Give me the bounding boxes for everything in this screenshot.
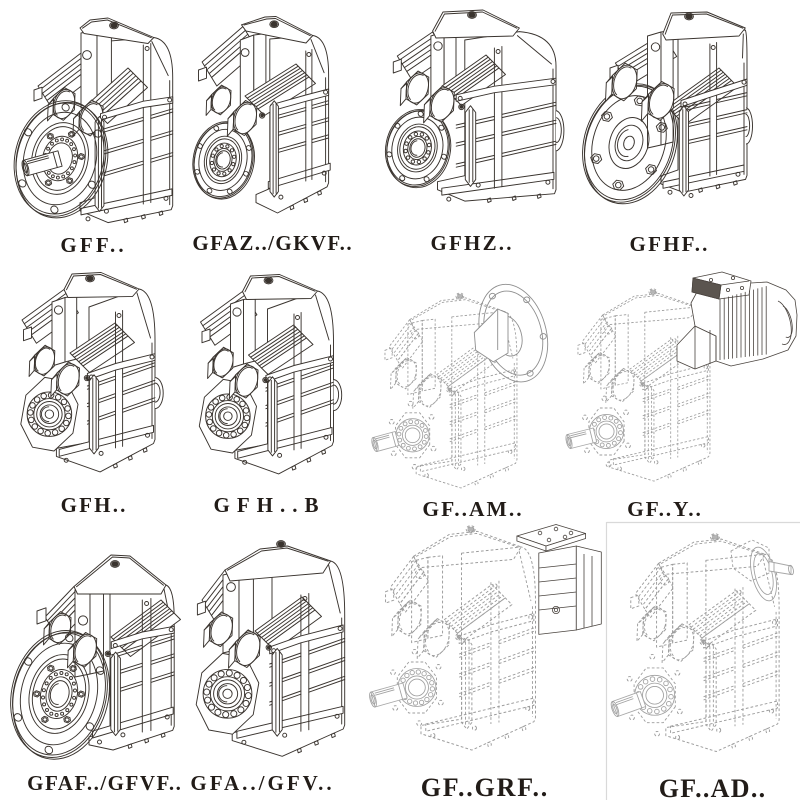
svg-text:GF..GRF..: GF..GRF.. xyxy=(421,773,549,800)
svg-text:GFH..: GFH.. xyxy=(61,493,128,517)
svg-text:GF..Y..: GF..Y.. xyxy=(627,497,703,521)
svg-text:GF..AM..: GF..AM.. xyxy=(422,497,523,521)
svg-text:GFAZ../GKVF..: GFAZ../GKVF.. xyxy=(192,231,353,255)
svg-text:GFHZ..: GFHZ.. xyxy=(430,231,513,255)
svg-text:GFHF..: GFHF.. xyxy=(630,232,710,256)
svg-text:GFH..B: GFH..B xyxy=(213,493,325,517)
svg-text:GFA../GFV..: GFA../GFV.. xyxy=(190,771,334,795)
svg-text:GFAF../GFVF..: GFAF../GFVF.. xyxy=(27,771,182,795)
svg-text:GFF..: GFF.. xyxy=(60,233,127,257)
svg-text:GF..AD..: GF..AD.. xyxy=(659,774,767,800)
